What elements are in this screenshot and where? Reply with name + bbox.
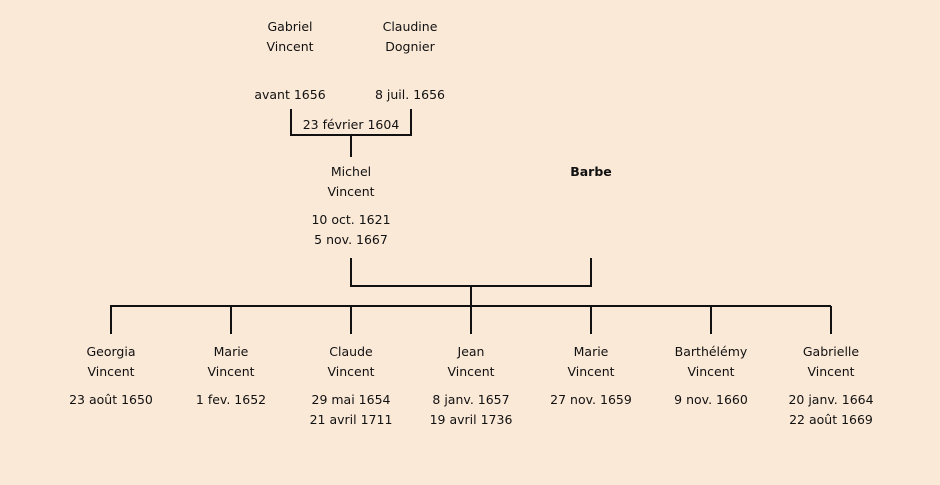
- child-person[interactable]: Georgia Vincent 23 août 1650: [41, 342, 181, 410]
- gabriel-death-date: avant 1656: [254, 87, 326, 102]
- last-name: Vincent: [266, 39, 314, 54]
- child-person[interactable]: Barthélémy Vincent 9 nov. 1660: [641, 342, 781, 410]
- first-name: Gabriel: [267, 19, 313, 34]
- birth-date: 20 janv. 1664: [788, 392, 874, 407]
- first-name: Marie: [213, 344, 249, 359]
- child-person[interactable]: Marie Vincent 27 nov. 1659: [521, 342, 661, 410]
- birth-date: 23 août 1650: [69, 392, 153, 407]
- first-name: Michel: [330, 164, 372, 179]
- first-name: Claude: [329, 344, 373, 359]
- last-name: Vincent: [807, 364, 855, 379]
- birth-date: 9 nov. 1660: [674, 392, 748, 407]
- death-date: 19 avril 1736: [429, 412, 513, 427]
- last-name: Vincent: [327, 364, 375, 379]
- first-name: Barthélémy: [674, 344, 748, 359]
- first-name: Gabrielle: [802, 344, 860, 359]
- first-name: Barbe: [570, 164, 612, 179]
- last-name: Vincent: [87, 364, 135, 379]
- birth-date: 29 mai 1654: [311, 392, 391, 407]
- last-name: Vincent: [447, 364, 495, 379]
- last-name: Vincent: [207, 364, 255, 379]
- first-name: Claudine: [382, 19, 438, 34]
- last-name: Vincent: [327, 184, 375, 199]
- grandparents-marriage-date: 23 février 1604: [302, 117, 400, 132]
- child-person[interactable]: Claude Vincent 29 mai 1654 21 avril 1711: [281, 342, 421, 430]
- last-name: Dognier: [385, 39, 435, 54]
- death-date: 22 août 1669: [789, 412, 873, 427]
- last-name: Vincent: [687, 364, 735, 379]
- claudine-dognier-name[interactable]: Claudine Dognier: [340, 17, 480, 57]
- last-name: Vincent: [567, 364, 615, 379]
- child-person[interactable]: Gabrielle Vincent 20 janv. 1664 22 août …: [761, 342, 901, 430]
- first-name: Georgia: [86, 344, 136, 359]
- birth-date: 10 oct. 1621: [311, 212, 391, 227]
- birth-date: 8 janv. 1657: [432, 392, 510, 407]
- birth-date: 27 nov. 1659: [550, 392, 632, 407]
- barbe-person[interactable]: Barbe: [521, 162, 661, 182]
- michel-vincent-person[interactable]: Michel Vincent 10 oct. 1621 5 nov. 1667: [281, 162, 421, 250]
- gabriel-vincent-name[interactable]: Gabriel Vincent: [220, 17, 360, 57]
- death-date: 5 nov. 1667: [314, 232, 388, 247]
- first-name: Jean: [457, 344, 485, 359]
- parents-marriage-bracket: [350, 258, 592, 287]
- child-person[interactable]: Jean Vincent 8 janv. 1657 19 avril 1736: [401, 342, 541, 430]
- death-date: 21 avril 1711: [309, 412, 393, 427]
- claudine-death-date: 8 juil. 1656: [374, 87, 446, 102]
- birth-date: 1 fev. 1652: [195, 392, 267, 407]
- child-person[interactable]: Marie Vincent 1 fev. 1652: [161, 342, 301, 410]
- first-name: Marie: [573, 344, 609, 359]
